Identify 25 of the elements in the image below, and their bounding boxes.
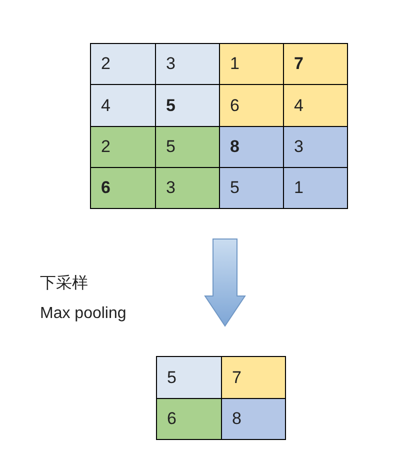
down-arrow bbox=[204, 238, 246, 327]
matrix-cell: 5 bbox=[157, 357, 221, 398]
matrix-cell: 6 bbox=[91, 166, 155, 208]
matrix-cell: 4 bbox=[283, 84, 347, 126]
matrix-cell: 7 bbox=[221, 357, 285, 398]
caption-text: Max pooling bbox=[40, 304, 126, 324]
matrix-cell: 1 bbox=[219, 44, 283, 84]
matrix-cell: 1 bbox=[283, 166, 347, 208]
matrix-cell: 6 bbox=[157, 398, 221, 439]
matrix-cell: 2 bbox=[91, 126, 155, 167]
matrix-cell: 7 bbox=[283, 44, 347, 84]
matrix-grid bbox=[156, 356, 286, 440]
matrix-cell: 2 bbox=[91, 44, 155, 84]
caption-text: 下采样 bbox=[40, 274, 89, 294]
matrix-cell: 5 bbox=[155, 126, 219, 167]
matrix-cell: 5 bbox=[219, 166, 283, 208]
matrix-cell: 6 bbox=[219, 84, 283, 126]
matrix-cell: 8 bbox=[219, 126, 283, 167]
matrix-cell: 4 bbox=[91, 84, 155, 126]
matrix-cell: 8 bbox=[221, 398, 285, 439]
matrix-cell: 3 bbox=[283, 126, 347, 167]
matrix-grid bbox=[90, 43, 348, 209]
matrix-cell: 3 bbox=[155, 44, 219, 84]
matrix-cell: 3 bbox=[155, 166, 219, 208]
matrix-cell: 5 bbox=[155, 84, 219, 126]
